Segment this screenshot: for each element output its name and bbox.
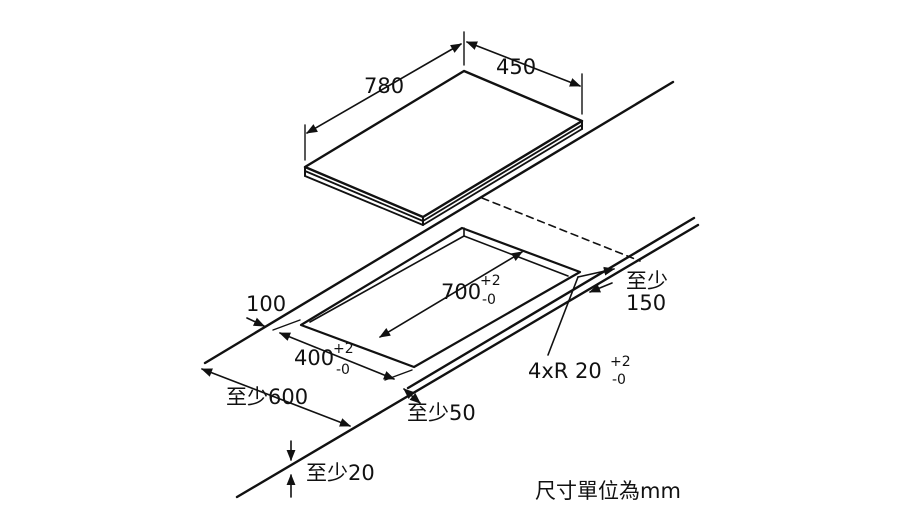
svg-text:+2: +2 [480,273,501,289]
clearance-markers [200,266,616,498]
hob-appliance [303,69,584,226]
depth-clearance-label: 至少20 [306,461,375,485]
svg-text:+2: +2 [333,341,354,357]
hob-dimension-lines [304,31,583,161]
hob-width-label: 450 [496,55,536,79]
cutout-length-label: 700 +2 -0 [441,273,501,308]
svg-text:400: 400 [294,346,334,370]
unit-note: 尺寸單位為mm [535,479,681,503]
cutout-dimension-lines [272,251,523,381]
hob-length-label: 780 [364,74,404,98]
side-clearance-label: 至少 150 [626,269,668,315]
svg-text:-0: -0 [612,372,626,388]
svg-text:4xR 20: 4xR 20 [528,359,602,383]
svg-text:+2: +2 [610,354,631,370]
svg-text:150: 150 [626,291,666,315]
svg-text:-0: -0 [482,292,496,308]
cutout-width-label: 400 +2 -0 [294,341,354,378]
rear-clearance-label: 至少50 [407,401,476,425]
projection-dashed-line [481,197,641,262]
left-clearance-label: 至少600 [226,385,308,409]
svg-text:700: 700 [441,280,481,304]
front-offset-label: 100 [246,292,286,316]
radius-leader-line [547,276,579,356]
corner-radius-label: 4xR 20 +2 -0 [528,354,631,388]
svg-text:-0: -0 [336,362,350,378]
worktop-outline [203,80,700,499]
svg-text:至少: 至少 [626,269,668,293]
